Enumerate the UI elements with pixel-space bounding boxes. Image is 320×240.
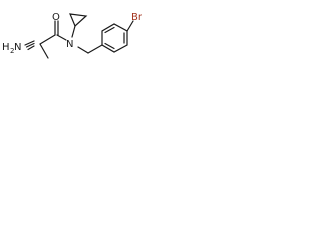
bond-n-cyclopropyl (71, 25, 76, 38)
stereo-hash-bond (24, 40, 35, 51)
bromine-label: Br (131, 12, 143, 23)
amine-n-label: N (14, 42, 21, 53)
amine-h-count-label: 2 (10, 47, 14, 55)
benzene-ring (101, 23, 128, 53)
bond-alpha-carbonyl (39, 34, 56, 45)
bond-ch2-ring (87, 44, 103, 54)
bond-ring-bromine (126, 20, 134, 32)
bond-alpha-methyl (39, 43, 49, 59)
carbonyl-oxygen-label: O (52, 12, 60, 23)
amide-n-label: N (66, 39, 73, 50)
molecule-structure: H 2 N O N Br (2, 12, 143, 59)
bond-n-benzyl-ch2 (77, 46, 89, 54)
amine-h-label: H (2, 42, 10, 53)
cyclopropyl-ring (69, 13, 88, 28)
bond-carbonyl-amide-n (56, 34, 67, 41)
